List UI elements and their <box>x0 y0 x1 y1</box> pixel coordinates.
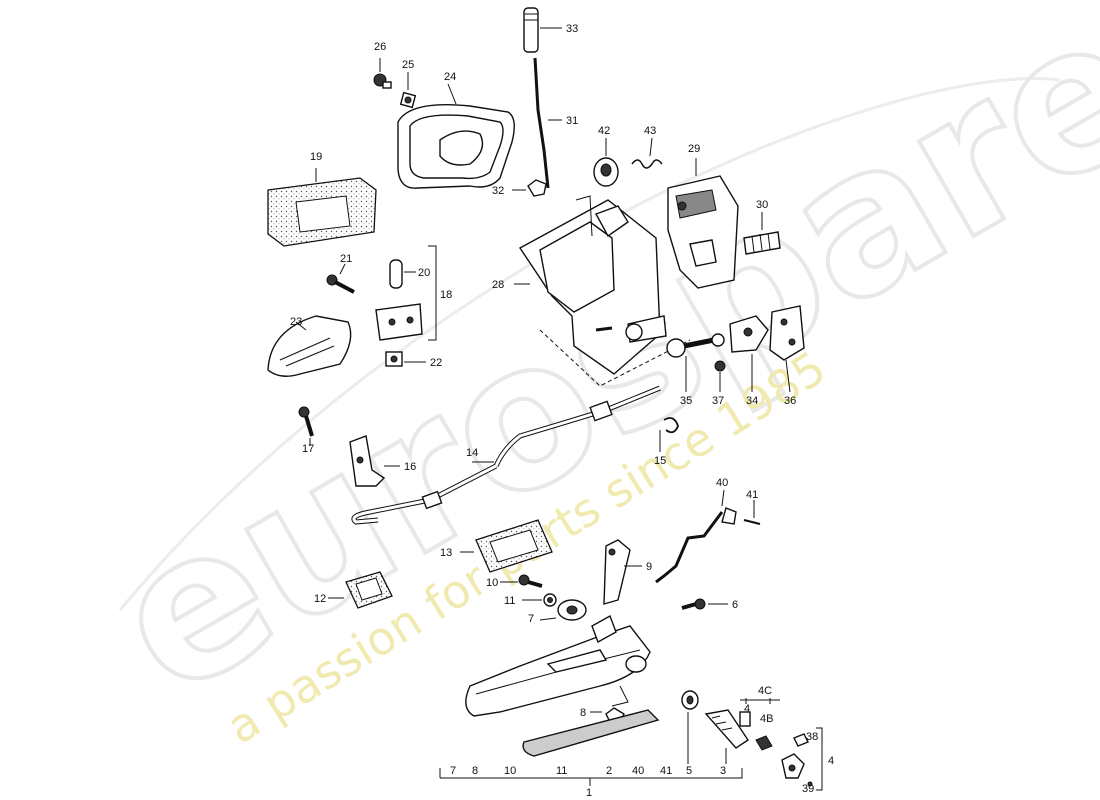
label-37: 37 <box>712 395 724 407</box>
part-12-gasket <box>328 571 393 609</box>
part-43-spring <box>631 137 663 169</box>
part-28-lock-mechanism <box>514 195 691 387</box>
label-19: 19 <box>310 151 322 163</box>
label-31: 31 <box>566 115 578 127</box>
label-43: 43 <box>644 125 656 137</box>
part-18-bracket <box>375 245 437 341</box>
label-41: 41 <box>746 489 758 501</box>
label-17: 17 <box>302 443 314 455</box>
callout-labels: 33 31 32 26 25 24 19 21 20 18 22 23 28 4… <box>290 23 834 799</box>
label-21: 21 <box>340 253 352 265</box>
bottom-label-10: 10 <box>504 765 516 777</box>
label-40: 40 <box>716 477 728 489</box>
label-4C: 4C <box>758 685 772 697</box>
bottom-label-11: 11 <box>556 765 567 777</box>
part-3-lock-cylinder <box>704 709 749 764</box>
label-9: 9 <box>646 561 652 573</box>
label-11: 11 <box>504 595 515 607</box>
bottom-label-8: 8 <box>472 765 478 777</box>
part-42-bushing <box>593 138 619 187</box>
part-10-screw <box>500 574 543 588</box>
label-13: 13 <box>440 547 452 559</box>
part-4-key-assembly <box>739 698 823 791</box>
label-32: 32 <box>492 185 504 197</box>
part-21-screw <box>326 263 355 294</box>
label-25: 25 <box>402 59 414 71</box>
label-22: 22 <box>430 357 442 369</box>
bottom-label-7: 7 <box>450 765 456 777</box>
part-13-gasket <box>460 519 553 573</box>
label-35: 35 <box>680 395 692 407</box>
label-39: 39 <box>802 783 814 795</box>
label-15: 15 <box>654 455 666 467</box>
label-10: 10 <box>486 577 498 589</box>
part-6-screw <box>681 598 728 610</box>
part-26-screw <box>373 58 392 89</box>
watermark-brand: eurospares <box>78 0 1100 742</box>
label-26: 26 <box>374 41 386 53</box>
label-18: 18 <box>440 289 452 301</box>
label-4: 4 <box>828 755 834 767</box>
bottom-total-label-1: 1 <box>586 787 592 799</box>
part-34-spacer <box>729 315 769 392</box>
label-33: 33 <box>566 23 578 35</box>
part-31-rod <box>533 57 562 189</box>
part-15-clip <box>659 417 679 452</box>
label-4B: 4B <box>760 713 773 725</box>
label-42: 42 <box>598 125 610 137</box>
bottom-label-5: 5 <box>686 765 692 777</box>
part-2-trim-strip <box>522 709 660 757</box>
part-33-pin <box>523 7 562 53</box>
bottom-label-41: 41 <box>660 765 672 777</box>
part-36-striker-plate <box>769 305 805 393</box>
label-36: 36 <box>784 395 796 407</box>
bottom-bracket <box>439 768 743 786</box>
label-20: 20 <box>418 267 430 279</box>
label-14: 14 <box>466 447 478 459</box>
part-19-foam-pad <box>267 168 377 247</box>
part-9-lever <box>603 539 642 605</box>
label-23: 23 <box>290 316 302 328</box>
label-16: 16 <box>404 461 416 473</box>
label-34: 34 <box>746 395 758 407</box>
part-40-rod <box>655 489 737 584</box>
label-7: 7 <box>528 613 534 625</box>
part-7-bushing <box>539 599 587 621</box>
bottom-label-40: 40 <box>632 765 644 777</box>
part-24-handle-bezel <box>397 83 515 189</box>
part-22-nut <box>385 351 426 367</box>
part-20-pin <box>389 259 416 289</box>
label-30: 30 <box>756 199 768 211</box>
part-17-screw <box>298 406 314 446</box>
label-38: 38 <box>806 731 818 743</box>
label-4-small: 4 <box>744 703 750 715</box>
label-29: 29 <box>688 143 700 155</box>
label-24: 24 <box>444 71 456 83</box>
label-6: 6 <box>732 599 738 611</box>
part-35-bolt <box>666 333 725 392</box>
part-16-bracket <box>349 435 400 487</box>
part-25-nut <box>399 72 417 109</box>
part-23-inner-handle <box>267 315 352 377</box>
bottom-label-2: 2 <box>606 765 612 777</box>
part-32-clip <box>512 179 547 197</box>
part-1-outer-handle <box>465 614 651 717</box>
label-12: 12 <box>314 593 326 605</box>
bottom-label-3: 3 <box>720 765 726 777</box>
label-8: 8 <box>580 707 586 719</box>
part-37-screw <box>714 360 726 392</box>
part-29-latch <box>667 158 739 289</box>
part-11-washer <box>522 593 557 607</box>
part-30-bolt <box>743 212 781 255</box>
label-28: 28 <box>492 279 504 291</box>
part-14-cable <box>351 385 661 525</box>
part-5-grommet <box>681 690 699 764</box>
part-41-pin <box>743 500 761 525</box>
